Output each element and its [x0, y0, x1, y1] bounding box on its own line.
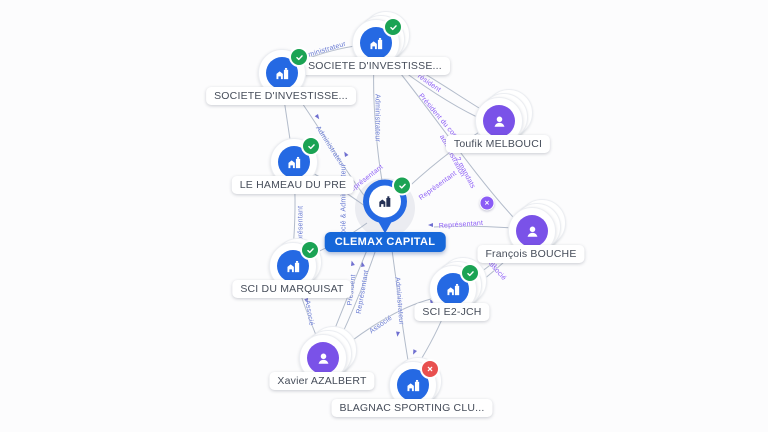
- node-label[interactable]: Toufik MELBOUCI: [445, 135, 551, 153]
- node-label[interactable]: BLAGNAC SPORTING CLU...: [331, 399, 493, 417]
- node-le-hameau-du-pre[interactable]: LE HAMEAU DU PRE: [231, 136, 355, 194]
- node-label[interactable]: SOCIETE D'INVESTISSE...: [206, 87, 356, 105]
- node-xavier-azalbert[interactable]: Xavier AZALBERT: [269, 326, 375, 390]
- arrowhead: [413, 349, 417, 355]
- edge-label: Administrateur: [373, 94, 381, 142]
- edge: [373, 61, 384, 187]
- node-label[interactable]: SCI DU MARQUISAT: [232, 280, 352, 298]
- arrowhead: [314, 114, 320, 120]
- node-sci-du-marquisat[interactable]: SCI DU MARQUISAT: [232, 238, 352, 298]
- check-icon: [383, 17, 403, 37]
- node-societe-investisse-top[interactable]: SOCIETE D'INVESTISSE...: [300, 11, 450, 75]
- focus-node-label[interactable]: CLEMAX CAPITAL: [324, 232, 446, 252]
- check-icon: [289, 47, 309, 67]
- person-icon: [483, 105, 515, 137]
- person-icon: [516, 215, 548, 247]
- arrowhead: [344, 151, 349, 157]
- arrowhead: [396, 331, 400, 337]
- arrowhead: [428, 223, 433, 227]
- node-label[interactable]: SOCIETE D'INVESTISSE...: [300, 57, 450, 75]
- check-icon: [300, 240, 320, 260]
- node-label[interactable]: LE HAMEAU DU PRE: [231, 176, 355, 194]
- check-icon: [301, 136, 321, 156]
- arrowhead: [361, 261, 365, 267]
- cross-icon: [420, 359, 440, 379]
- arrowhead: [304, 298, 308, 304]
- node-blagnac-sporting-club[interactable]: BLAGNAC SPORTING CLU...: [331, 357, 493, 417]
- node-label[interactable]: Xavier AZALBERT: [269, 372, 375, 390]
- edge: [433, 225, 513, 229]
- check-icon: [460, 263, 480, 283]
- node-sci-e2-jch[interactable]: SCI E2-JCH: [414, 257, 490, 321]
- node-francois-bouche[interactable]: François BOUCHE: [477, 199, 585, 263]
- check-icon: [392, 175, 412, 196]
- node-clemax-capital[interactable]: [362, 175, 412, 241]
- node-label[interactable]: SCI E2-JCH: [414, 303, 490, 321]
- node-toufik-melbouci[interactable]: Toufik MELBOUCI: [445, 89, 551, 153]
- node-label[interactable]: François BOUCHE: [477, 245, 585, 263]
- expand-edge-badge[interactable]: ×: [479, 195, 495, 211]
- node-societe-investisse-left[interactable]: SOCIETE D'INVESTISSE...: [206, 47, 356, 105]
- arrowhead: [351, 260, 355, 266]
- person-icon: [307, 342, 339, 374]
